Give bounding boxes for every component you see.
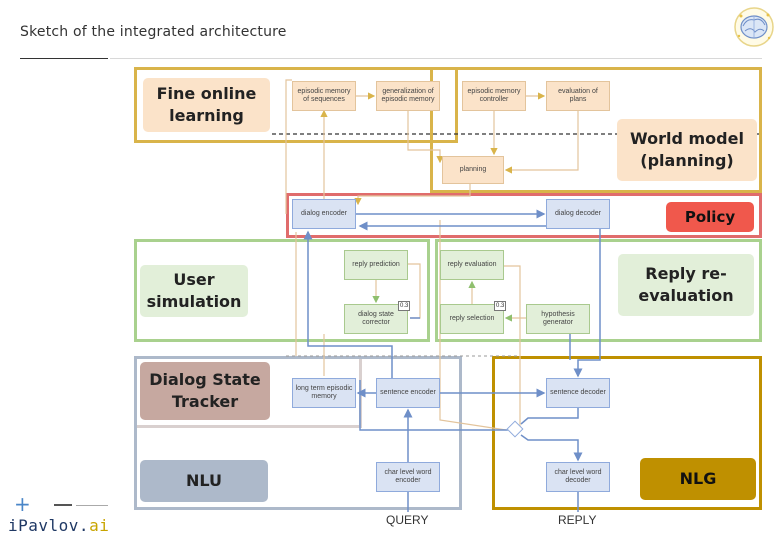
io-reply-label: REPLY — [558, 513, 597, 527]
node-reply-prediction: reply prediction — [344, 250, 408, 280]
node-reply-selection: reply selection — [440, 304, 504, 334]
node-dialog-encoder: dialog encoder — [292, 199, 356, 229]
brand-name-suffix: ai — [89, 516, 110, 535]
node-episodic-memory-controller: episodic memory controller — [462, 81, 526, 111]
node-hypothesis-generator: hypothesis generator — [526, 304, 590, 334]
module-label-fine-online-learning: Fine online learning — [143, 78, 270, 132]
node-planning: planning — [442, 156, 504, 184]
module-label-policy: Policy — [666, 202, 754, 232]
header-divider — [110, 58, 762, 59]
node-reply-evaluation: reply evaluation — [440, 250, 504, 280]
panel-fine-online-learning — [134, 67, 458, 143]
module-label-user-simulation: User simulation — [140, 265, 248, 317]
brand-rule — [76, 505, 108, 506]
panel-policy — [286, 193, 762, 238]
brand-name-main: iPavlov. — [8, 516, 90, 535]
node-dialog-decoder: dialog decoder — [546, 199, 610, 229]
panel-world-model — [430, 67, 762, 193]
brand-plus-icon: + — [14, 492, 31, 516]
slide-title: Sketch of the integrated architecture — [20, 24, 287, 40]
node-generalization-episodic-memory: generalization of episodic memory — [376, 81, 440, 111]
title-underline — [20, 58, 108, 59]
module-label-nlu: NLU — [140, 460, 268, 502]
node-sentence-encoder: sentence encoder — [376, 378, 440, 408]
badge-dialog-state-corrector: 0.3 — [398, 301, 411, 311]
panel-reply-reevaluation — [435, 239, 762, 342]
module-label-reply-reevaluation: Reply re-evaluation — [618, 254, 754, 316]
panel-nlu — [134, 356, 462, 510]
panel-user-simulation — [134, 239, 430, 342]
io-query-label: QUERY — [386, 513, 429, 527]
module-label-nlg: NLG — [640, 458, 756, 500]
node-sentence-decoder: sentence decoder — [546, 378, 610, 408]
brain-logo-icon — [733, 6, 775, 48]
brand-logo-text: iPavlov.ai — [8, 516, 109, 535]
node-char-level-word-decoder: char level word decoder — [546, 462, 610, 492]
panel-nlg — [492, 356, 762, 510]
node-char-level-word-encoder: char level word encoder — [376, 462, 440, 492]
brand-dash — [54, 504, 72, 506]
node-dialog-state-corrector: dialog state corrector — [344, 304, 408, 334]
node-episodic-memory-sequences: episodic memory of sequences — [292, 81, 356, 111]
module-label-world-model: World model (planning) — [617, 119, 757, 181]
node-long-term-episodic-memory: long term episodic memory — [292, 378, 356, 408]
module-label-dialog-state-tracker: Dialog State Tracker — [140, 362, 270, 420]
badge-reply-selection: 0.3 — [494, 301, 507, 311]
node-evaluation-of-plans: evaluation of plans — [546, 81, 610, 111]
